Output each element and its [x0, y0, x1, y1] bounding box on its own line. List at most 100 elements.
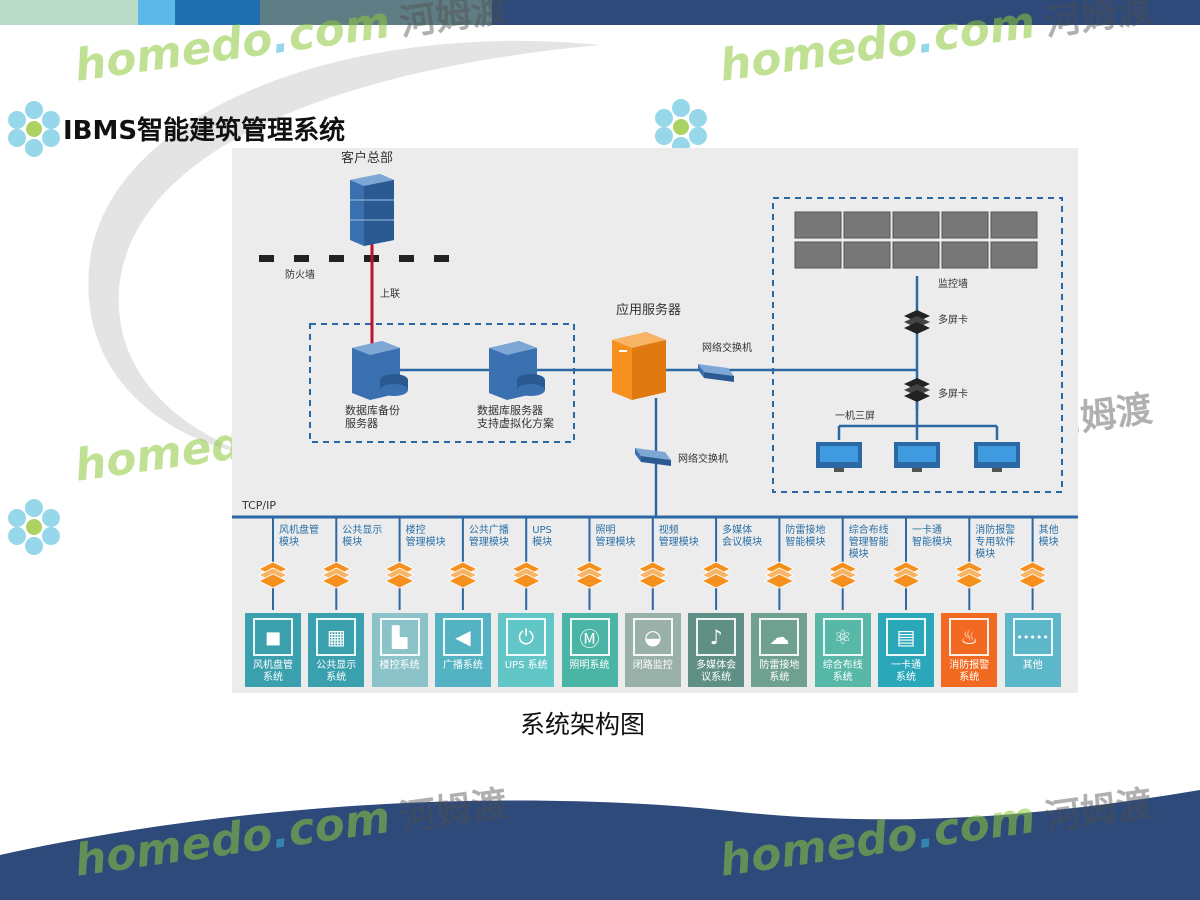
system-box: ⚛ 综合布线 系统	[814, 613, 871, 687]
system-box: ▤ 一卡通 系统	[878, 613, 934, 687]
module-label: 其他 模块	[1038, 525, 1059, 548]
top-bar-segment	[175, 0, 260, 25]
system-label: 广播系统	[442, 660, 483, 671]
system-label: 风机盘管 系统	[253, 660, 293, 683]
system-label: 闭路监控	[632, 660, 673, 671]
system-label: 楼控系统	[379, 660, 420, 671]
multiscreen-label: 多屏卡	[938, 315, 968, 326]
module-stack-icon	[574, 561, 605, 589]
cloud-lightning-icon: ☁	[759, 618, 800, 656]
system-label: 综合布线 系统	[822, 660, 863, 683]
multiscreen-card-icon	[904, 378, 930, 402]
module-stack-icon	[954, 561, 985, 589]
system-box: ▦ 公共显示 系统	[308, 613, 365, 687]
top-bar-segment	[138, 0, 175, 25]
module-label: 防雷接地 智能模块	[785, 525, 826, 548]
desktop-monitor-icon	[816, 442, 862, 472]
app-server-icon	[612, 332, 666, 400]
screen-tree	[837, 402, 999, 440]
module-stack-icon	[511, 561, 542, 589]
app-server-label: 应用服务器	[616, 303, 682, 318]
module-label: 楼控 管理模块	[405, 525, 446, 548]
diagram-caption: 系统架构图	[520, 710, 646, 739]
system-box: ☁ 防雷接地 系统	[751, 613, 808, 687]
module-stack-icon	[258, 561, 288, 589]
system-box: ♨ 消防报警 系统	[941, 613, 998, 687]
system-box: ▙ 楼控系统	[371, 613, 428, 687]
camera-icon: ◒	[632, 618, 673, 656]
architecture-diagram: 客户总部 防火墙 上联 应用服务器 数据库备份 服务器 数据库服务器 支持虚拟化…	[232, 148, 1078, 693]
building-icon: ▙	[379, 618, 420, 656]
system-box: •••••其他	[1004, 613, 1061, 687]
module-label: 一卡通 智能模块	[912, 525, 952, 548]
monitor-wall-icon	[794, 211, 1038, 269]
cube-icon: ◼	[253, 618, 293, 656]
db-backup-server-icon	[352, 341, 408, 400]
database-group-frame	[309, 323, 575, 443]
module-label: 视频 管理模块	[658, 525, 699, 548]
module-stack-icon	[637, 561, 668, 589]
system-label: 防雷接地 系统	[759, 660, 800, 683]
diagram-graphics	[232, 174, 1078, 610]
system-box: Ⓜ 照明系统	[561, 613, 618, 687]
megaphone-icon: ◀	[442, 618, 483, 656]
db-backup-server-label: 数据库备份 服务器	[345, 404, 400, 430]
db-server-label: 数据库服务器 支持虚拟化方案	[477, 404, 554, 430]
module-stack-icon	[384, 561, 415, 589]
module-label: 风机盘管 模块	[279, 525, 319, 548]
system-box: ◒ 闭路监控	[624, 613, 681, 687]
system-label: UPS 系统	[504, 660, 548, 671]
module-stack-icon	[764, 561, 795, 589]
system-box: ⏻ UPS 系统	[498, 613, 555, 687]
bus-label: TCP/IP	[242, 499, 276, 512]
monitor-group-frame	[772, 197, 1063, 493]
power-icon: ⏻	[506, 618, 547, 656]
watermark-flower-icon	[8, 499, 60, 555]
module-label: 综合布线 管理智能 模块	[848, 525, 889, 560]
module-label: 公共显示 模块	[342, 525, 383, 548]
keyboard-icon: ▦	[316, 618, 357, 656]
module-label: 多媒体 会议模块	[722, 525, 763, 548]
microphone-icon: ♪	[696, 618, 737, 656]
system-label: 消防报警 系统	[949, 660, 990, 683]
system-label: 一卡通 系统	[891, 660, 921, 683]
system-label: 照明系统	[569, 660, 610, 671]
watermark-flower-icon	[8, 101, 60, 157]
slide-title: IBMS智能建筑管理系统	[63, 116, 346, 146]
system-box: ♪ 多媒体会 议系统	[688, 613, 745, 687]
monitor-wall-label: 监控墙	[938, 279, 968, 290]
hq-label: 客户总部	[341, 151, 394, 166]
switch-label: 网络交换机	[702, 343, 752, 354]
module-stack-icon	[1017, 561, 1048, 589]
module-stack-icon	[891, 561, 921, 589]
switch-label: 网络交换机	[678, 454, 728, 465]
db-server-icon	[489, 341, 545, 400]
firewall-label: 防火墙	[285, 270, 315, 281]
module-label: UPS 模块	[532, 525, 553, 548]
module-stack-icon	[701, 561, 731, 589]
multiscreen-card-icon	[904, 310, 930, 334]
hq-server-icon	[350, 174, 394, 246]
uplink-label: 上联	[380, 289, 400, 300]
system-label: 其他	[1022, 660, 1043, 671]
lamp-icon: Ⓜ	[569, 618, 610, 656]
system-box: ◼ 风机盘管 系统	[245, 613, 301, 687]
fire-extinguisher-icon: ♨	[949, 618, 990, 656]
id-card-icon: ▤	[886, 618, 926, 656]
top-bar-segment	[0, 0, 138, 25]
firewall-icon	[259, 255, 449, 262]
atom-icon: ⚛	[822, 618, 863, 656]
module-label: 消防报警 专用软件 模块	[975, 525, 1016, 560]
network-switch-icon	[698, 364, 734, 382]
module-stack-icon	[448, 561, 478, 589]
top-bar-segment	[260, 0, 492, 25]
system-box: ◀ 广播系统	[434, 613, 491, 687]
module-stack-icon	[321, 561, 352, 589]
system-label: 多媒体会 议系统	[696, 660, 737, 683]
multiscreen-label: 多屏卡	[938, 389, 968, 400]
module-label: 公共广播 管理模块	[468, 525, 509, 548]
system-label: 公共显示 系统	[316, 660, 357, 683]
one-three-screen-label: 一机三屏	[835, 411, 875, 422]
desktop-monitor-icon	[974, 442, 1020, 472]
